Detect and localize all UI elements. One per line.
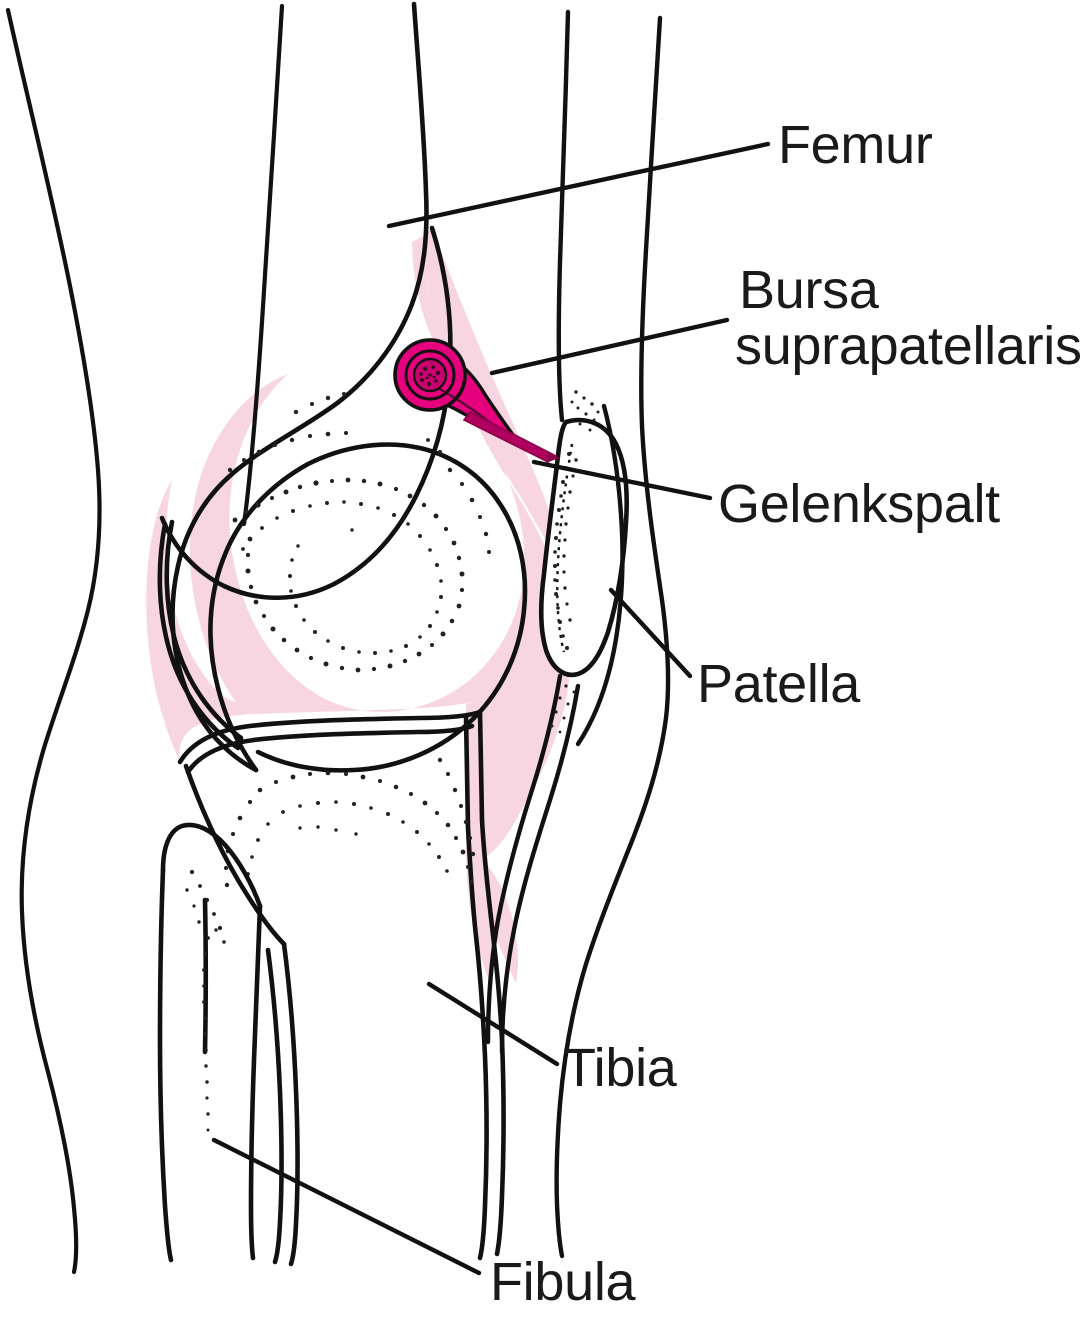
- tibia-outline: [177, 709, 506, 1267]
- patella-stipple: [553, 452, 578, 650]
- femur-cancellous-stipple: [227, 392, 491, 673]
- leader-line-femur: [386, 141, 771, 229]
- label-patella: Patella: [697, 654, 861, 714]
- label-fibula: Fibula: [490, 1252, 637, 1312]
- leader-lines: [211, 141, 771, 1276]
- syringe-needle: [393, 338, 560, 463]
- leader-line-fibula: [211, 1137, 482, 1276]
- leader-line-gelenkspalt: [531, 459, 713, 501]
- femur-outline: [157, 1, 528, 773]
- quadriceps-and-patellar-tendon: [485, 9, 671, 1259]
- tibia-cancellous-stipple: [224, 757, 476, 888]
- label-gelenkspalt: Gelenkspalt: [718, 474, 1000, 534]
- leader-line-patella: [608, 587, 693, 679]
- label-tibia: Tibia: [563, 1038, 678, 1098]
- tendon-stipple: [550, 390, 600, 734]
- anatomy-labels: Femur Bursa suprapatellaris Gelenkspalt …: [490, 115, 1080, 1312]
- skin-contour-lines: [5, 3, 285, 1275]
- leader-line-tibia: [426, 981, 560, 1067]
- label-femur: Femur: [778, 115, 933, 175]
- label-bursa-line-2: suprapatellaris: [735, 316, 1080, 376]
- leader-line-bursa: [489, 317, 730, 376]
- label-bursa-line-1: Bursa: [739, 260, 880, 320]
- fibula-cancellous-stipple: [185, 869, 226, 1132]
